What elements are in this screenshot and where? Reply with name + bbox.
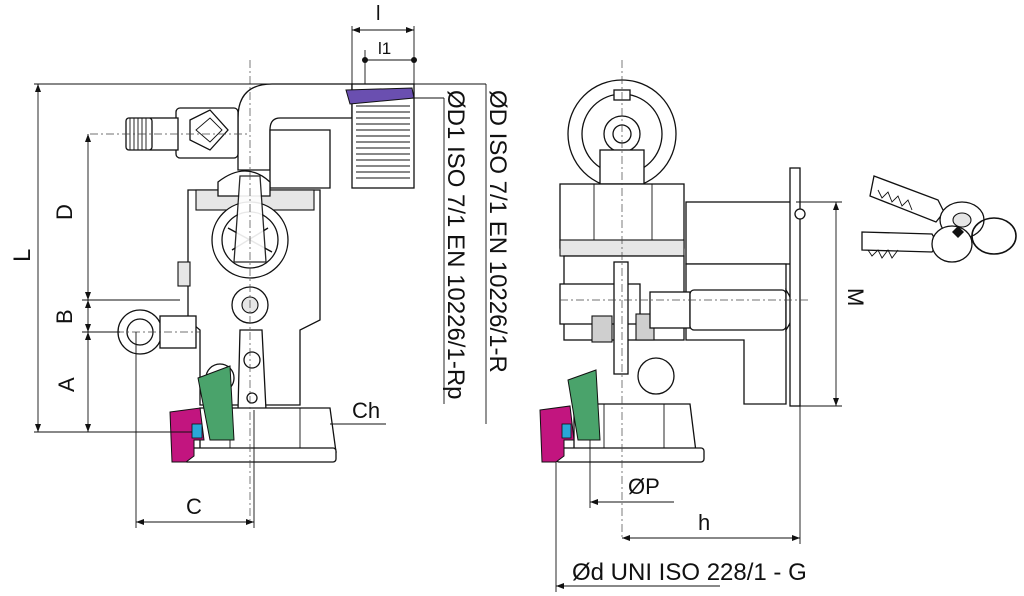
flange-magenta xyxy=(169,407,205,463)
label-h: h xyxy=(698,510,710,535)
keys-icon xyxy=(861,175,1017,263)
label-l: l xyxy=(376,3,380,25)
seal-green-side xyxy=(567,369,601,441)
side-view xyxy=(539,60,810,540)
label-B: B xyxy=(52,309,77,324)
oring-blue-side xyxy=(561,423,572,439)
label-Od: Ød UNI ISO 228/1 - G xyxy=(572,559,807,586)
seal-green xyxy=(197,365,235,441)
label-C: C xyxy=(186,494,202,519)
label-OP: ØP xyxy=(628,474,660,499)
label-OD: ØD ISO 7/1 EN 10226/1-R xyxy=(484,90,511,373)
label-OD1: ØD1 ISO 7/1 EN 10226/1-Rp xyxy=(442,90,469,400)
label-A: A xyxy=(54,377,79,392)
flange-magenta-side xyxy=(539,405,575,463)
front-dimensions: L D B A C Ch l l1 xyxy=(9,3,511,528)
label-Ch: Ch xyxy=(352,398,380,423)
label-L: L xyxy=(9,249,36,262)
label-M: M xyxy=(843,288,868,306)
oring-blue xyxy=(191,423,203,439)
side-dimensions: M ØP h Ød UNI ISO 228/1 - G xyxy=(555,201,868,592)
label-l1: l1 xyxy=(378,39,391,58)
front-view xyxy=(90,60,415,520)
label-D: D xyxy=(52,204,77,220)
